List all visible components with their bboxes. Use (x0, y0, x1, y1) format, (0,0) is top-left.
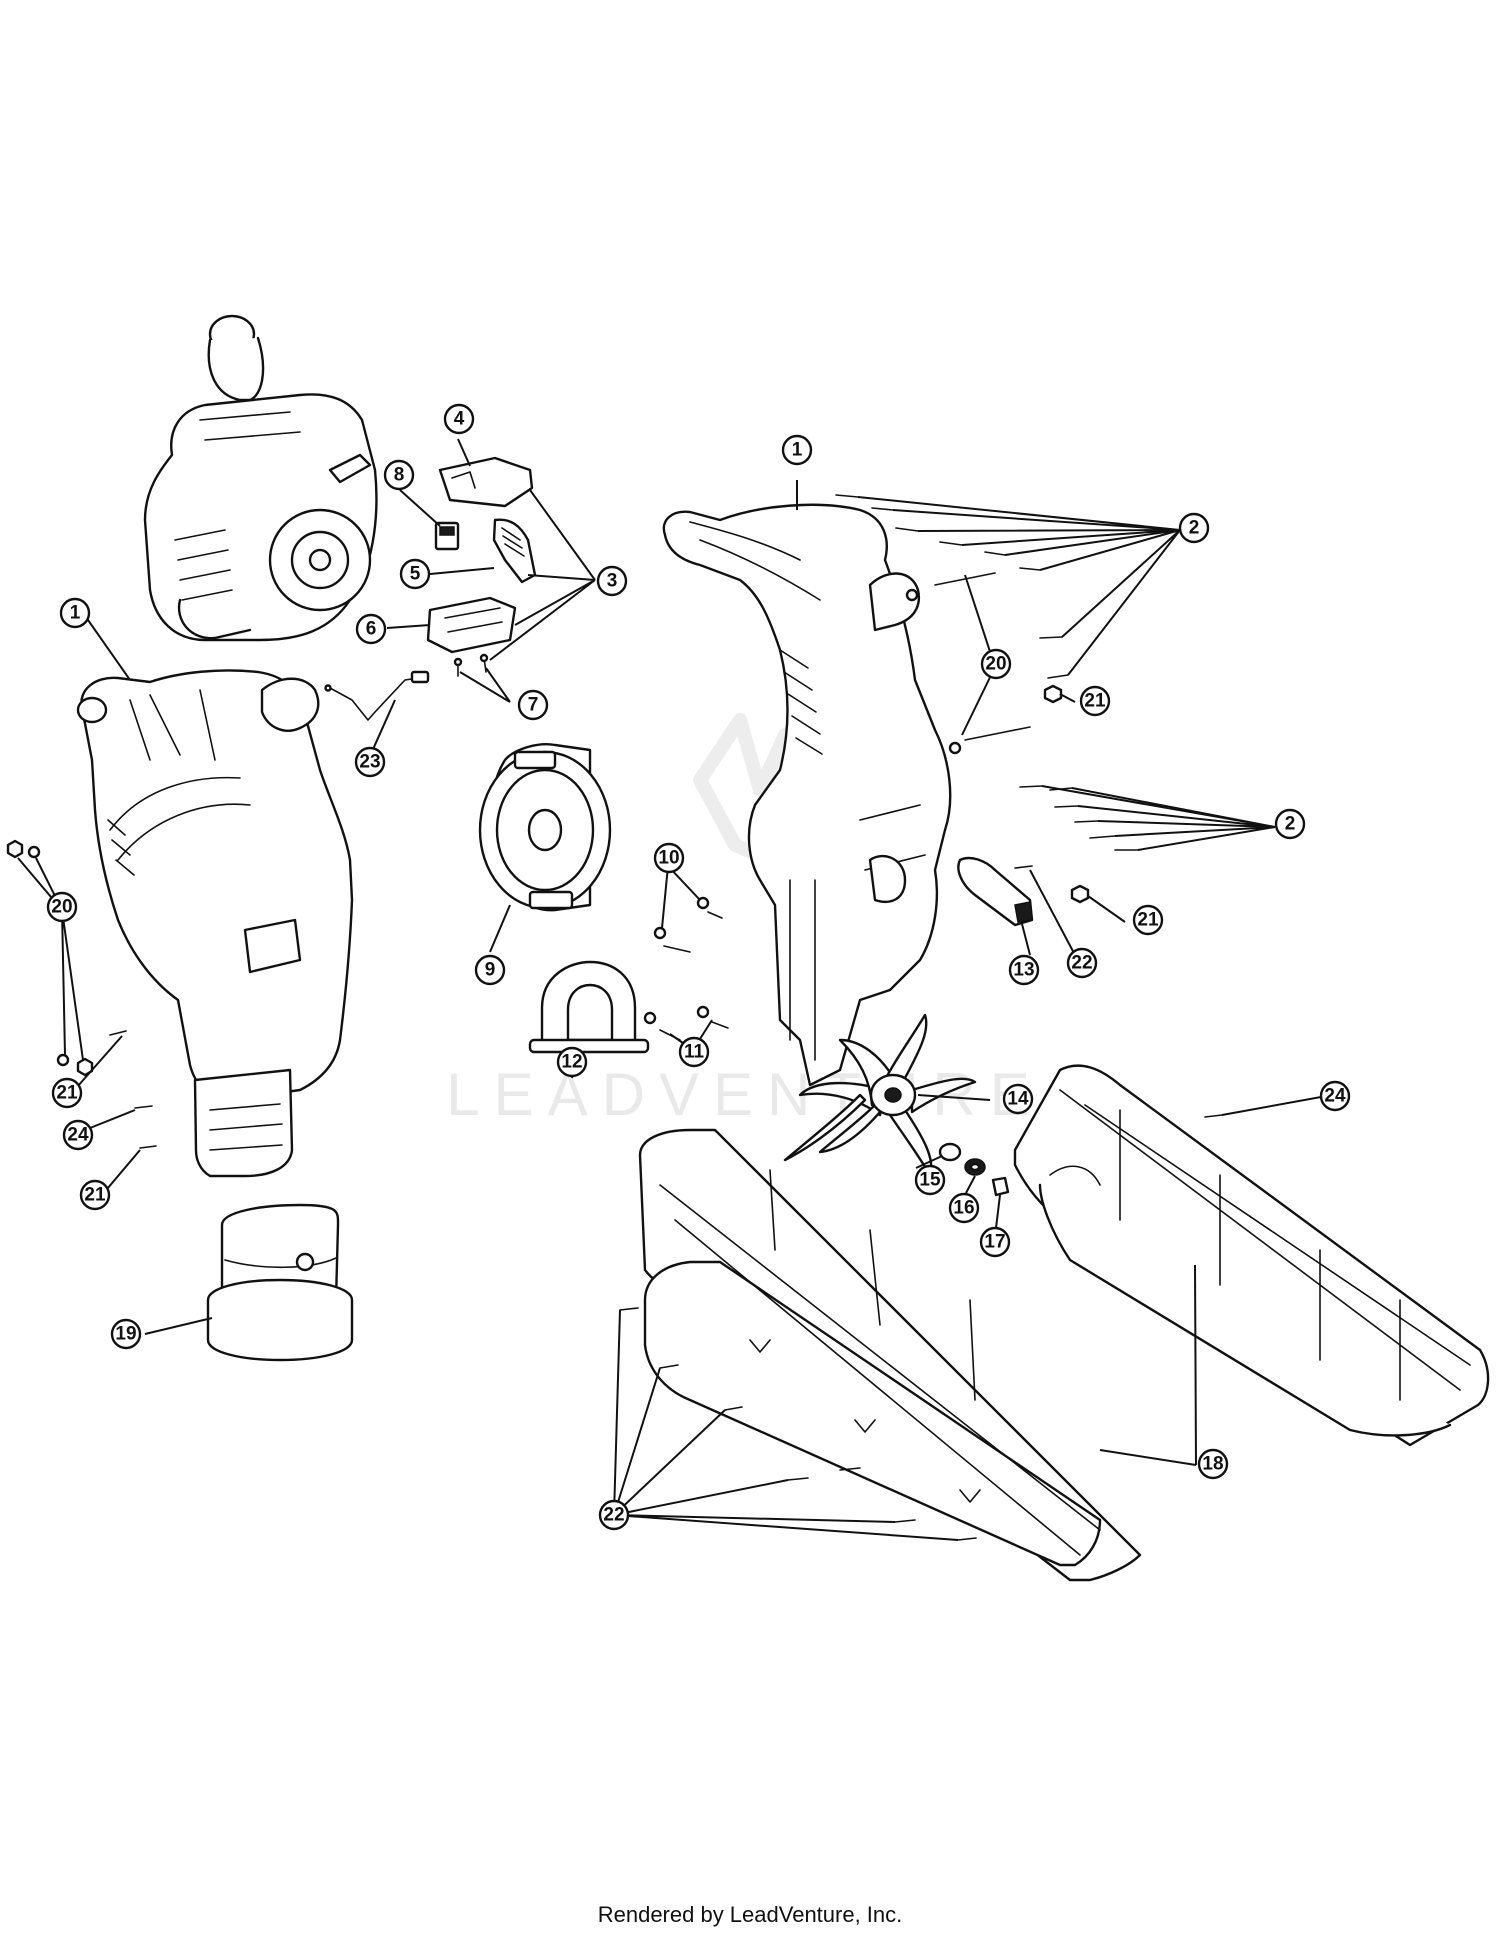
left-housing (76, 669, 354, 1178)
svg-text:21: 21 (56, 1083, 78, 1104)
callout-5: 5 (399, 558, 431, 590)
leader-lines (17, 438, 1333, 1541)
volute-plate-part-9 (478, 743, 612, 912)
svg-text:6: 6 (366, 619, 377, 640)
svg-text:11: 11 (684, 1042, 705, 1063)
callout-3: 3 (596, 565, 628, 597)
callout-20: 20 (46, 891, 78, 923)
callout-19: 19 (110, 1318, 142, 1350)
svg-text:24: 24 (67, 1125, 89, 1146)
svg-text:2: 2 (1189, 518, 1200, 539)
svg-text:14: 14 (1007, 1089, 1029, 1110)
fasteners-upper-right (835, 494, 1139, 904)
callout-20: 20 (980, 648, 1012, 680)
footer-credit: Rendered by LeadVenture, Inc. (597, 1902, 903, 1927)
callout-1: 1 (781, 434, 813, 466)
callout-21: 21 (1079, 685, 1111, 717)
svg-text:23: 23 (359, 752, 380, 773)
callout-24: 24 (1319, 1080, 1351, 1112)
callout-13: 13 (1008, 954, 1040, 986)
callout-23: 23 (354, 746, 386, 778)
callout-1: 1 (59, 597, 91, 629)
collar-part-19 (206, 1203, 354, 1362)
svg-text:18: 18 (1202, 1454, 1223, 1475)
svg-text:7: 7 (528, 695, 539, 716)
fan-part-14 (783, 1013, 977, 1177)
callout-8: 8 (383, 459, 415, 491)
hardware-10-11 (643, 896, 729, 1041)
svg-text:17: 17 (984, 1232, 1005, 1253)
svg-text:3: 3 (607, 571, 618, 592)
watermark-brand: LEADVENTURE (446, 1061, 1043, 1128)
svg-text:20: 20 (985, 654, 1006, 675)
tube-lower (638, 1128, 1142, 1582)
callout-7: 7 (517, 689, 549, 721)
svg-text:9: 9 (485, 960, 496, 981)
svg-text:21: 21 (84, 1185, 106, 1206)
hub-parts-15-17 (938, 1142, 1010, 1197)
callout-12: 12 (556, 1046, 588, 1078)
handle-part-13 (957, 856, 1034, 927)
callout-4: 4 (443, 403, 475, 435)
callout-21: 21 (51, 1077, 83, 1109)
svg-text:21: 21 (1137, 910, 1159, 931)
tube-upper (1013, 1064, 1490, 1447)
callout-15: 15 (914, 1164, 946, 1196)
svg-text:24: 24 (1324, 1086, 1346, 1107)
fasteners-lower (619, 1114, 1223, 1541)
callout-22: 22 (598, 1499, 630, 1531)
callout-6: 6 (355, 613, 387, 645)
right-housing (662, 503, 952, 1087)
callout-14: 14 (1002, 1083, 1034, 1115)
callout-18: 18 (1197, 1448, 1229, 1480)
svg-text:10: 10 (658, 848, 679, 869)
svg-text:12: 12 (561, 1052, 582, 1073)
svg-text:20: 20 (51, 897, 72, 918)
callout-21: 21 (79, 1179, 111, 1211)
clip-part-12 (528, 960, 650, 1054)
callout-2: 2 (1178, 512, 1210, 544)
fasteners-left (6, 839, 157, 1149)
callout-2: 2 (1274, 808, 1306, 840)
svg-text:16: 16 (953, 1198, 974, 1219)
svg-text:5: 5 (410, 564, 421, 585)
svg-text:22: 22 (1071, 953, 1092, 974)
callout-16: 16 (948, 1192, 980, 1224)
svg-text:21: 21 (1084, 691, 1106, 712)
svg-text:2: 2 (1285, 814, 1296, 835)
svg-text:22: 22 (603, 1505, 624, 1526)
engine-assembly (143, 314, 378, 642)
svg-text:19: 19 (115, 1324, 136, 1345)
callout-10: 10 (653, 842, 685, 874)
svg-text:1: 1 (70, 603, 81, 624)
svg-text:1: 1 (792, 440, 803, 461)
callout-22: 22 (1066, 947, 1098, 979)
svg-text:13: 13 (1013, 960, 1034, 981)
svg-text:8: 8 (394, 465, 405, 486)
callout-24: 24 (62, 1119, 94, 1151)
callout-11: 11 (678, 1036, 710, 1068)
callouts: 1 1 2 2 3 4 5 6 7 8 9 10 11 12 13 14 15 … (46, 403, 1351, 1531)
callout-21: 21 (1132, 904, 1164, 936)
callout-17: 17 (979, 1226, 1011, 1258)
callout-9: 9 (474, 954, 506, 986)
svg-text:15: 15 (919, 1170, 941, 1191)
switch-parts (324, 456, 537, 721)
svg-text:4: 4 (454, 409, 465, 430)
